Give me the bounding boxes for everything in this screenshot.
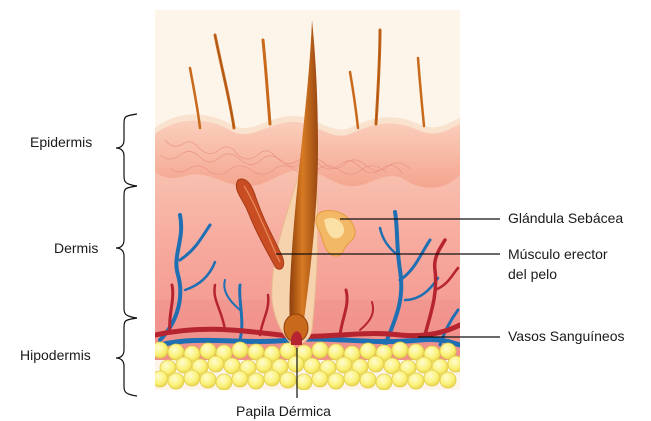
label-hipodermis: Hipodermis <box>20 347 91 365</box>
label-sebaceous-gland: Glándula Sebácea <box>508 210 623 228</box>
fat-cell <box>296 374 312 390</box>
hypodermis-fat-cells <box>152 342 464 390</box>
fat-cell <box>216 374 232 390</box>
fat-cell <box>360 372 376 388</box>
fat-cell <box>440 372 456 388</box>
dermis-bracket <box>116 186 137 318</box>
fat-cell <box>168 373 184 389</box>
fat-cell <box>392 371 408 387</box>
fat-cell <box>376 374 392 390</box>
fat-cell <box>152 342 168 358</box>
fat-cell <box>448 356 464 372</box>
fat-cell <box>424 370 440 386</box>
fat-cell <box>392 342 408 358</box>
label-arrector-muscle-line1: Músculo erector <box>508 246 608 264</box>
fat-cell <box>408 373 424 389</box>
fat-cell <box>152 371 168 387</box>
label-dermal-papilla: Papila Dérmica <box>236 403 331 421</box>
fat-cell <box>264 370 280 386</box>
label-dermis: Dermis <box>54 240 98 258</box>
hipodermis-bracket <box>116 318 137 396</box>
fat-cell <box>232 371 248 387</box>
layer-brackets <box>116 114 137 396</box>
fat-cell <box>248 373 264 389</box>
epidermis-bracket <box>116 114 137 186</box>
fat-cell <box>184 370 200 386</box>
fat-cell <box>328 373 344 389</box>
fat-cell <box>312 371 328 387</box>
fat-cell <box>200 372 216 388</box>
fat-cell <box>288 356 304 372</box>
label-arrector-muscle-line2: del pelo <box>508 266 557 284</box>
label-blood-vessels: Vasos Sanguíneos <box>508 328 625 346</box>
fat-cell <box>368 356 384 372</box>
label-epidermis: Epidermis <box>30 134 92 152</box>
fat-cell <box>312 342 328 358</box>
fat-cell <box>280 372 296 388</box>
fat-cell <box>232 342 248 358</box>
fat-cell <box>208 356 224 372</box>
fat-cell <box>344 370 360 386</box>
